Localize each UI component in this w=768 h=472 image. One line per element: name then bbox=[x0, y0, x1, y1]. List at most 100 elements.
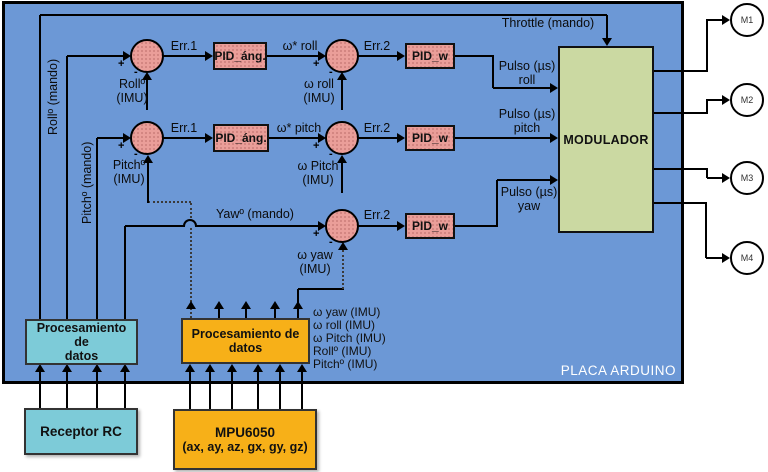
pid-rate-roll-block: PID_w bbox=[405, 43, 455, 69]
label-pulse-yaw: Pulso (µs)yaw bbox=[498, 185, 560, 213]
wire bbox=[96, 138, 98, 319]
motor-m4: M4 bbox=[730, 241, 764, 275]
rc-processing-line1: Procesamiento bbox=[36, 321, 127, 335]
arrowhead-icon bbox=[337, 72, 347, 80]
label-line: ω roll bbox=[304, 77, 334, 91]
wire bbox=[497, 179, 551, 181]
wire bbox=[706, 257, 723, 259]
wire bbox=[455, 55, 494, 57]
dotted-wire bbox=[190, 203, 192, 318]
arrowhead-icon bbox=[550, 133, 558, 143]
wire bbox=[66, 372, 68, 408]
sum-junction-roll-rate bbox=[325, 39, 359, 73]
wire bbox=[125, 225, 185, 227]
wire bbox=[301, 372, 303, 409]
wire bbox=[654, 202, 707, 204]
wire bbox=[40, 14, 607, 16]
minus-sign: - bbox=[329, 236, 333, 248]
sum-junction-roll-angle bbox=[130, 39, 164, 73]
label-line: Pulso (µs) bbox=[498, 107, 556, 121]
label-pitch-command: Pitchº (mando) bbox=[80, 141, 94, 225]
label-roll-command: Rollº (mando) bbox=[46, 58, 60, 136]
arrowhead-icon bbox=[214, 301, 224, 309]
wire-crossover-hop bbox=[183, 219, 197, 227]
label-line: Pitchº bbox=[112, 158, 146, 172]
wire bbox=[67, 55, 124, 57]
wire bbox=[218, 309, 220, 318]
plus-sign: + bbox=[313, 58, 320, 70]
wire bbox=[706, 19, 708, 71]
arrowhead-icon bbox=[270, 301, 280, 309]
label-w-yaw-imu: ω yaw(IMU) bbox=[285, 248, 345, 276]
arrowhead-icon bbox=[205, 364, 215, 372]
label-throttle: Throttle (mando) bbox=[501, 16, 595, 30]
arrowhead-icon bbox=[397, 51, 405, 61]
label-pitch-imu: Pitchº(IMU) bbox=[99, 158, 159, 186]
sum-junction-yaw-rate bbox=[325, 209, 359, 243]
wire bbox=[146, 74, 148, 110]
wire bbox=[705, 202, 707, 258]
plus-sign: + bbox=[118, 58, 125, 70]
plus-sign: + bbox=[313, 228, 320, 240]
label-line: roll bbox=[518, 73, 536, 87]
motor-m1: M1 bbox=[730, 3, 764, 37]
label-line: Rollº bbox=[118, 77, 146, 91]
arrowhead-icon bbox=[205, 133, 213, 143]
arrowhead-icon bbox=[293, 301, 303, 309]
rc-processing-line2: de bbox=[74, 335, 89, 349]
dotted-wire bbox=[148, 201, 191, 203]
wire bbox=[39, 15, 41, 319]
label-line: (IMU) bbox=[116, 91, 148, 105]
wire bbox=[341, 157, 343, 193]
arrowhead-icon bbox=[227, 364, 237, 372]
label-wref-roll: ω* roll bbox=[282, 39, 318, 53]
label-pulse-pitch: Pulso (µs)pitch bbox=[496, 107, 558, 135]
label-line: ω Pitch bbox=[297, 159, 339, 173]
arrowhead-icon bbox=[722, 253, 730, 263]
wire bbox=[654, 70, 708, 72]
rc-receiver-block: Receptor RC bbox=[24, 408, 138, 455]
mpu6050-block: MPU6050 (ax, ay, az, gx, gy, gz) bbox=[173, 409, 317, 470]
imu-output-w-pitch: ω Pitch (IMU) bbox=[313, 331, 386, 345]
wire bbox=[274, 309, 276, 318]
pid-angle-roll-block: PID_áng. bbox=[213, 42, 267, 70]
wire bbox=[298, 288, 344, 290]
arrowhead-icon bbox=[241, 301, 251, 309]
imu-output-roll: Rollº (IMU) bbox=[313, 344, 372, 358]
wire bbox=[163, 55, 206, 57]
label-line: (IMU) bbox=[302, 173, 334, 187]
arrowhead-icon bbox=[123, 133, 131, 143]
wire bbox=[707, 177, 723, 179]
arrowhead-icon bbox=[318, 221, 326, 231]
label-err1-roll: Err.1 bbox=[170, 39, 198, 53]
label-err2-roll: Err.2 bbox=[363, 39, 391, 53]
arrowhead-icon bbox=[602, 38, 612, 46]
wire bbox=[209, 372, 211, 409]
label-line: ω yaw bbox=[297, 248, 333, 262]
mpu6050-axes: (ax, ay, az, gx, gy, gz) bbox=[182, 440, 308, 454]
arrowhead-icon bbox=[318, 51, 326, 61]
wire bbox=[124, 372, 126, 408]
arrowhead-icon bbox=[318, 133, 326, 143]
wire bbox=[492, 56, 494, 88]
arrowhead-icon bbox=[205, 51, 213, 61]
wire bbox=[66, 56, 68, 319]
wire bbox=[606, 15, 608, 40]
arrowhead-icon bbox=[123, 51, 131, 61]
arrowhead-icon bbox=[253, 364, 263, 372]
wire bbox=[269, 137, 319, 139]
label-err2-pitch: Err.2 bbox=[363, 121, 391, 135]
label-line: Pulso (µs) bbox=[500, 185, 558, 199]
wire bbox=[654, 112, 708, 114]
arrowhead-icon bbox=[550, 175, 558, 185]
imu-processing-line2: datos bbox=[228, 341, 263, 355]
motor-m3: M3 bbox=[730, 161, 764, 195]
wire bbox=[147, 157, 149, 203]
wire bbox=[654, 168, 708, 170]
board-title: PLACA ARDUINO bbox=[560, 363, 676, 378]
wire bbox=[267, 55, 319, 57]
rc-processing-line3: datos bbox=[64, 349, 99, 363]
wire bbox=[496, 180, 498, 226]
mpu6050-title: MPU6050 bbox=[214, 425, 276, 440]
